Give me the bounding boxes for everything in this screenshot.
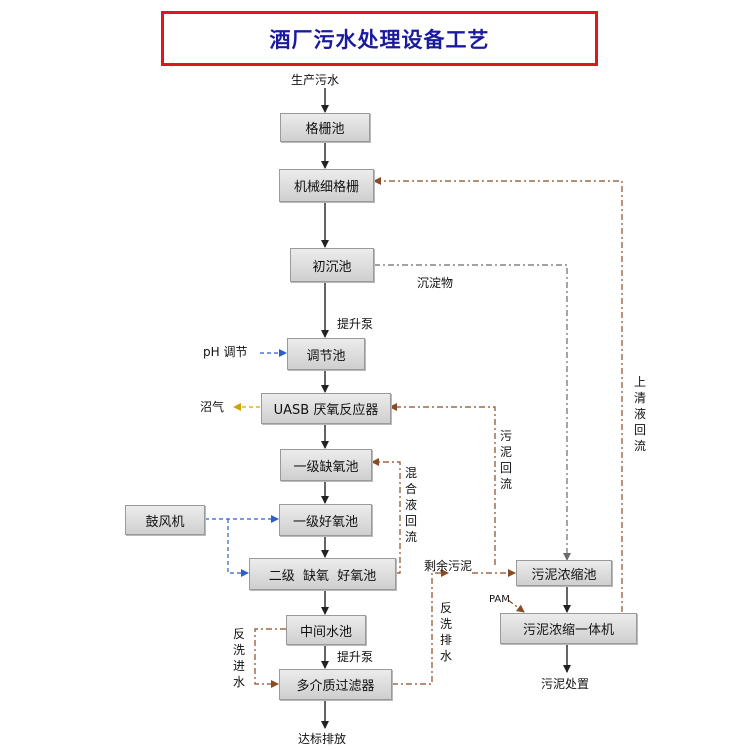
flow-backwash-in <box>254 628 286 688</box>
label-sludge-return: 污泥回流 <box>499 429 512 491</box>
node-intermediate-pool-label: 中间水池 <box>299 624 352 640</box>
node-anoxic-aerobic-2: 二级 缺氧 好氧池 <box>249 558 396 590</box>
node-uasb: UASB 厌氧反应器 <box>261 393 391 424</box>
node-intermediate-pool: 中间水池 <box>286 615 366 645</box>
node-grid-pool-label: 格栅池 <box>305 122 345 137</box>
node-blower: 鼓风机 <box>125 505 205 535</box>
label-mixed-liquor-return: 混合液回流 <box>404 466 417 544</box>
node-primary-settling: 初沉池 <box>290 248 374 282</box>
node-grid-pool: 格栅池 <box>280 113 370 142</box>
node-regulating-pool: 调节池 <box>287 338 365 370</box>
label-lift-pump-2: 提升泵 <box>337 650 374 664</box>
node-blower-label: 鼓风机 <box>145 514 185 530</box>
node-multimedia-filter: 多介质过滤器 <box>279 669 392 700</box>
label-sediment: 沉淀物 <box>417 276 454 290</box>
node-sludge-dewatering: 污泥浓缩一体机 <box>500 613 637 644</box>
node-regulating-pool-label: 调节池 <box>306 348 346 364</box>
flow-mixed-liquor-return <box>371 458 401 574</box>
node-aerobic-1: 一级好氧池 <box>279 504 372 536</box>
flow-sludge-return <box>389 403 496 565</box>
flow-air-stage2 <box>227 519 249 577</box>
flow-pam <box>507 599 525 613</box>
node-sludge-thickening-label: 污泥浓缩池 <box>531 567 597 583</box>
node-anoxic-1-label: 一级缺氧池 <box>293 459 359 475</box>
label-ph-adjust: pH 调节 <box>203 345 248 359</box>
label-pam: PAM <box>489 594 510 605</box>
node-anoxic-aerobic-2-label: 二级 缺氧 好氧池 <box>268 568 377 584</box>
node-multimedia-filter-label: 多介质过滤器 <box>296 679 375 694</box>
label-discharge: 达标排放 <box>298 732 347 746</box>
label-backwash-in: 反洗进水 <box>232 627 245 689</box>
label-backwash-out: 反洗排水 <box>439 601 452 663</box>
node-fine-grid: 机械细格栅 <box>279 169 374 202</box>
title-box: 酒厂污水处理设备工艺 <box>161 11 598 66</box>
node-primary-settling-label: 初沉池 <box>312 259 352 275</box>
flow-supernatant-return <box>373 177 623 612</box>
label-influent: 生产污水 <box>291 73 340 87</box>
page-title: 酒厂污水处理设备工艺 <box>269 26 490 52</box>
label-lift-pump-1: 提升泵 <box>337 317 374 331</box>
node-anoxic-1: 一级缺氧池 <box>280 449 372 481</box>
label-excess-sludge: 剩余污泥 <box>424 559 473 573</box>
flow-sediment <box>374 264 571 561</box>
node-uasb-label: UASB 厌氧反应器 <box>273 403 379 418</box>
label-biogas: 沼气 <box>200 400 225 414</box>
node-sludge-dewatering-label: 污泥浓缩一体机 <box>522 623 614 638</box>
label-sludge-disposal: 污泥处置 <box>541 677 590 691</box>
node-aerobic-1-label: 一级好氧池 <box>292 514 358 530</box>
flow-backwash-out <box>392 569 449 685</box>
node-fine-grid-label: 机械细格栅 <box>293 180 359 195</box>
label-supernatant-return: 上清液回流 <box>633 375 646 453</box>
node-sludge-thickening: 污泥浓缩池 <box>516 560 612 586</box>
